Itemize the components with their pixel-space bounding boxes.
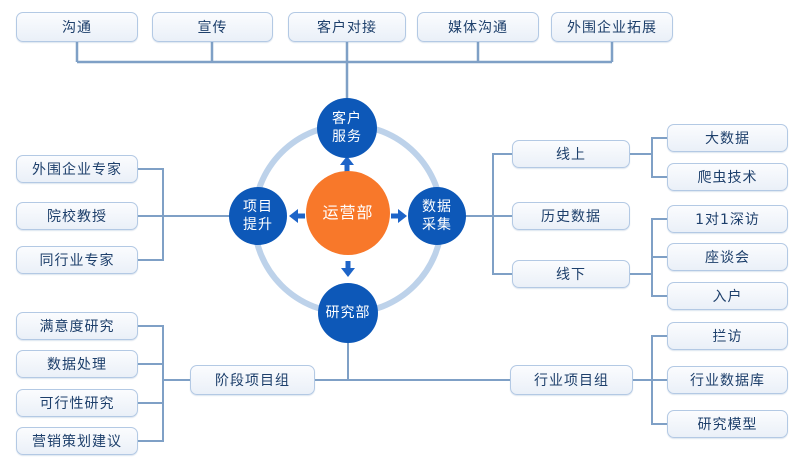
box-media-communication: 媒体沟通: [417, 12, 539, 42]
top-tree-connector: [75, 42, 614, 99]
box-1on1-interview: 1对1深访: [667, 205, 788, 233]
box-offline: 线下: [512, 260, 630, 288]
right-tree-connector: [465, 137, 667, 297]
circle-operations-dept: 运营部: [306, 171, 390, 255]
box-college-professors: 院校教授: [16, 202, 138, 230]
circle-customer-service: 客户 服务: [317, 98, 377, 158]
box-promotion: 宣传: [152, 12, 273, 42]
box-big-data: 大数据: [667, 124, 788, 152]
box-industry-peers: 同行业专家: [16, 246, 138, 274]
box-feasibility-research: 可行性研究: [16, 389, 138, 417]
arrow-up-icon: [340, 156, 354, 172]
box-satisfaction-research: 满意度研究: [16, 312, 138, 340]
circle-research-dept: 研究部: [318, 283, 378, 343]
box-intercept-interview: 拦访: [667, 322, 788, 350]
box-external-experts: 外围企业专家: [16, 155, 138, 183]
box-research-model: 研究模型: [667, 410, 788, 438]
box-focus-group: 座谈会: [667, 243, 788, 271]
box-data-processing: 数据处理: [16, 350, 138, 378]
arrow-right-icon: [391, 209, 407, 223]
box-marketing-plan-advice: 营销策划建议: [16, 427, 138, 455]
arrow-down-icon: [341, 261, 355, 277]
left-tree-connector: [138, 168, 230, 261]
box-online: 线上: [512, 140, 630, 168]
box-industry-project-team: 行业项目组: [510, 365, 633, 395]
box-client-docking: 客户对接: [288, 12, 406, 42]
box-crawler-tech: 爬虫技术: [667, 163, 788, 191]
bottom-left-tree-connector: [138, 325, 190, 442]
box-industry-database: 行业数据库: [667, 366, 788, 394]
circle-data-collection: 数据 采集: [408, 187, 466, 245]
arrow-left-icon: [289, 209, 305, 223]
box-history-data: 历史数据: [512, 202, 630, 230]
box-external-expansion: 外围企业拓展: [551, 12, 673, 42]
box-communication: 沟通: [16, 12, 138, 42]
circle-project-improvement: 项目 提升: [229, 187, 287, 245]
bottom-middle-connector: [315, 342, 510, 381]
box-household-visit: 入户: [667, 282, 788, 310]
box-stage-project-team: 阶段项目组: [190, 365, 315, 395]
bottom-right-tree-connector: [633, 335, 667, 425]
